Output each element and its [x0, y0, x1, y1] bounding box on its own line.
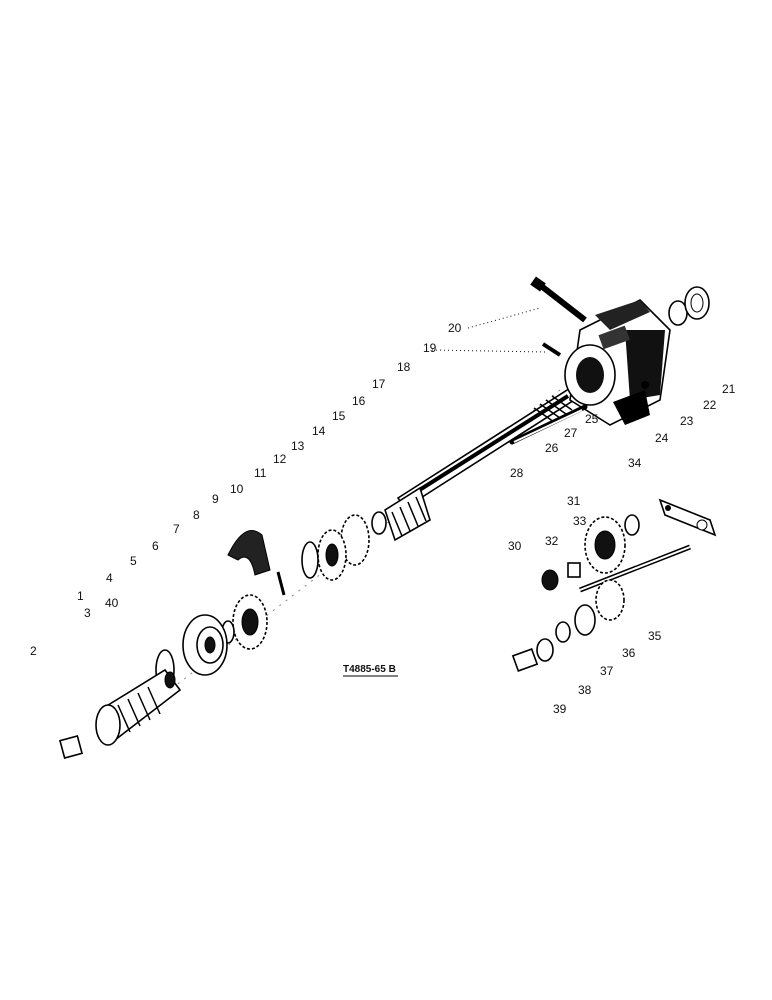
label-34: 34	[628, 456, 642, 470]
seal-rings	[668, 286, 710, 326]
gear-cluster-mid	[301, 514, 370, 581]
label-35: 35	[648, 629, 662, 643]
bolt-part-20	[530, 276, 587, 323]
bush-part-30-32	[541, 562, 581, 591]
label-7: 7	[173, 522, 180, 536]
part-labels: 2 3 4 40 5 6 7 8 9 10 11 12 13 14 15 16 …	[30, 321, 736, 716]
label-13: 13	[291, 439, 305, 453]
label-1: 1	[77, 589, 84, 603]
label-21: 21	[722, 382, 736, 396]
label-31: 31	[567, 494, 581, 508]
drawing-reference: T4885-65 B	[343, 664, 398, 677]
label-20: 20	[448, 321, 462, 335]
gear-part-33	[584, 514, 640, 574]
label-15: 15	[332, 409, 346, 423]
label-18: 18	[397, 360, 411, 374]
gear-part-7	[221, 594, 268, 650]
reference-code: T4885-65 B	[343, 664, 396, 675]
label-12: 12	[273, 452, 287, 466]
label-10: 10	[230, 482, 244, 496]
label-3: 3	[84, 606, 91, 620]
label-6: 6	[152, 539, 159, 553]
label-9: 9	[212, 492, 219, 506]
label-27: 27	[564, 426, 578, 440]
label-22: 22	[703, 398, 717, 412]
stud-part-19	[541, 342, 562, 357]
label-19: 19	[423, 341, 437, 355]
bearing-part-5	[182, 614, 228, 676]
label-24: 24	[655, 431, 669, 445]
spline-sleeve	[371, 486, 431, 542]
bracket-part-24	[613, 381, 650, 425]
selector-fork	[227, 530, 286, 596]
label-17: 17	[372, 377, 386, 391]
label-16: 16	[352, 394, 366, 408]
label-25: 25	[585, 412, 599, 426]
main-shaft	[169, 383, 584, 691]
label-33: 33	[573, 514, 587, 528]
label-23: 23	[680, 414, 694, 428]
label-2: 2	[30, 644, 37, 658]
label-11: 11	[254, 466, 267, 480]
label-40: 40	[105, 596, 119, 610]
gear-part-36	[555, 579, 625, 643]
input-shaft	[95, 668, 182, 746]
leader-lines	[431, 307, 546, 353]
label-26: 26	[545, 441, 559, 455]
label-37: 37	[600, 664, 614, 678]
label-14: 14	[312, 424, 326, 438]
rod-parts-26-28	[509, 404, 588, 445]
layshaft	[579, 544, 691, 593]
label-8: 8	[193, 508, 200, 522]
label-36: 36	[622, 646, 636, 660]
label-30: 30	[508, 539, 522, 553]
bush-part-2	[58, 734, 84, 760]
spacer-parts-37-39	[511, 638, 554, 672]
label-5: 5	[130, 554, 137, 568]
lever-part-34	[658, 498, 717, 537]
label-4: 4	[106, 571, 113, 585]
label-38: 38	[578, 683, 592, 697]
label-32: 32	[545, 534, 559, 548]
label-28: 28	[510, 466, 524, 480]
label-39: 39	[553, 702, 567, 716]
